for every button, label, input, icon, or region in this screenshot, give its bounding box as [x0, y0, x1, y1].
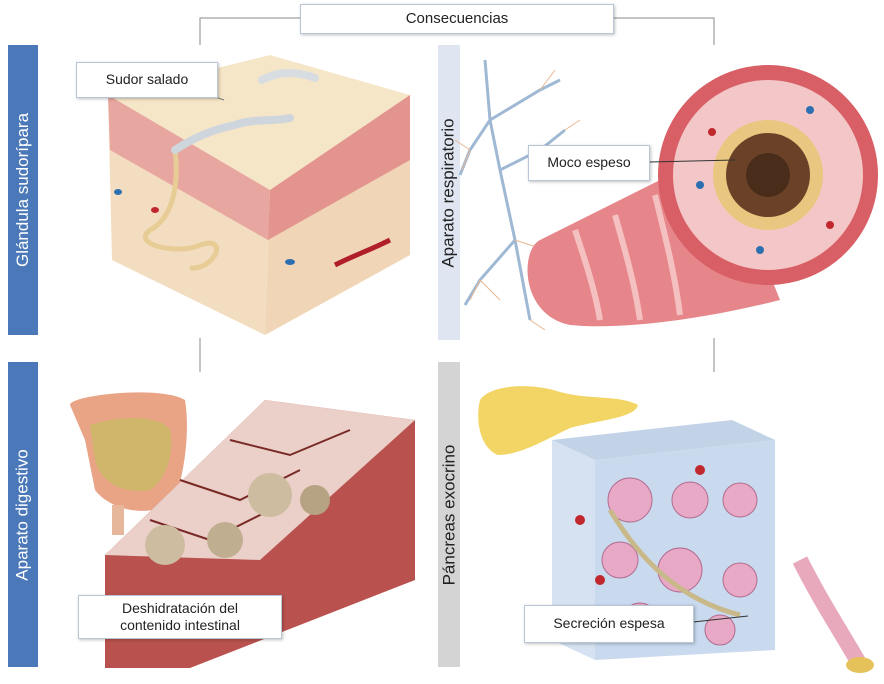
- pancreas-callout-box: Secreción espesa: [524, 605, 694, 643]
- pancreas-callout: Secreción espesa: [553, 615, 664, 633]
